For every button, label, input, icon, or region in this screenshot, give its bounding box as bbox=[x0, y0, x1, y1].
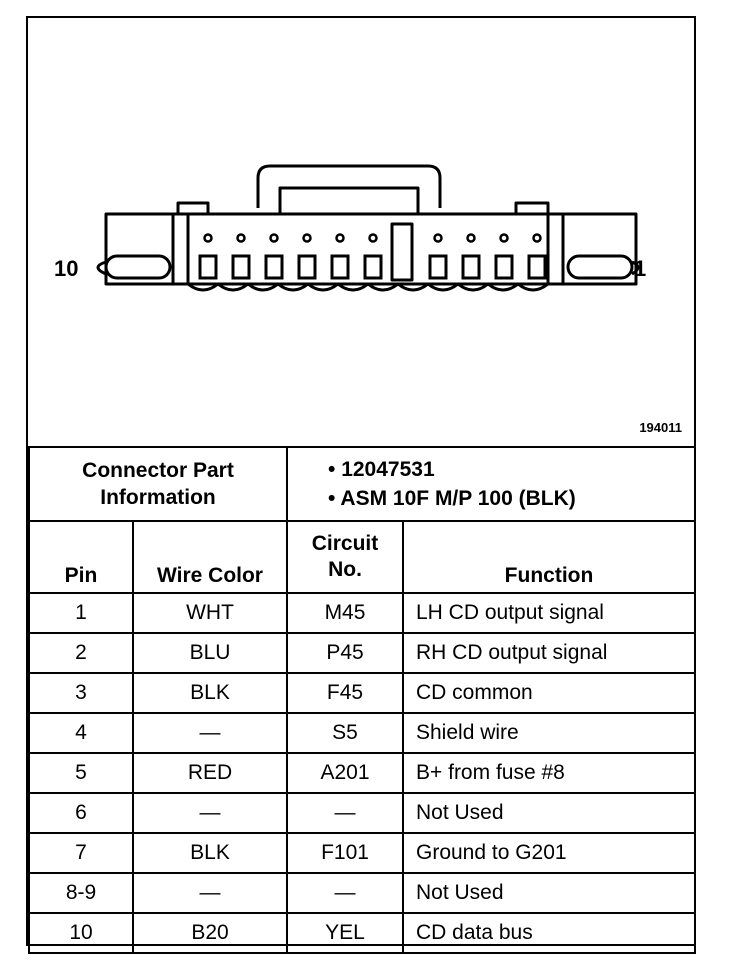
pin-cavity bbox=[297, 254, 317, 280]
pin-cavity bbox=[428, 254, 448, 280]
cell-pin: 4 bbox=[28, 712, 134, 754]
cell-circuit: S5 bbox=[286, 712, 404, 754]
cell-function: RH CD output signal bbox=[402, 632, 696, 674]
cell-wire-color: BLU bbox=[132, 632, 288, 674]
figure-id: 194011 bbox=[639, 420, 682, 435]
header-function: Function bbox=[402, 520, 696, 594]
part-number: • 12047531 bbox=[328, 458, 435, 481]
cell-function: B+ from fuse #8 bbox=[402, 752, 696, 794]
pin-cavity bbox=[494, 254, 514, 280]
diagram-frame: 10 1 194011 Connector Part Information •… bbox=[26, 16, 696, 954]
pin-cavity bbox=[330, 254, 350, 280]
pin-cavity bbox=[363, 254, 383, 280]
cell-pin: 7 bbox=[28, 832, 134, 874]
cell-circuit: F101 bbox=[286, 832, 404, 874]
cell-wire-color: — bbox=[132, 792, 288, 834]
table-header-row: Pin Wire Color Circuit No. Function bbox=[28, 520, 696, 594]
cell-wire-color: BLK bbox=[132, 672, 288, 714]
cell-pin: 6 bbox=[28, 792, 134, 834]
cell-pin: 2 bbox=[28, 632, 134, 674]
pin-marker bbox=[499, 233, 509, 243]
cell-wire-color: B20 bbox=[132, 912, 288, 954]
cell-circuit: F45 bbox=[286, 672, 404, 714]
pin-cavity bbox=[461, 254, 481, 280]
cell-circuit: M45 bbox=[286, 592, 404, 634]
cell-pin: 5 bbox=[28, 752, 134, 794]
pin-cavity bbox=[198, 254, 218, 280]
cell-circuit: A201 bbox=[286, 752, 404, 794]
cell-pin: 3 bbox=[28, 672, 134, 714]
cell-function: CD common bbox=[402, 672, 696, 714]
cell-circuit: — bbox=[286, 792, 404, 834]
connector-info-values: • 12047531 • ASM 10F M/P 100 (BLK) bbox=[286, 446, 696, 522]
pin-marker bbox=[466, 233, 476, 243]
pin-marker bbox=[532, 233, 542, 243]
left-pin-label: 10 bbox=[54, 256, 79, 281]
pin-cavity bbox=[527, 254, 547, 280]
connector-illustration bbox=[96, 164, 640, 292]
cell-circuit: YEL bbox=[286, 912, 404, 954]
part-description: • ASM 10F M/P 100 (BLK) bbox=[328, 487, 576, 510]
cell-wire-color: BLK bbox=[132, 832, 288, 874]
header-pin: Pin bbox=[28, 520, 134, 594]
cell-circuit: — bbox=[286, 872, 404, 914]
pin-marker bbox=[368, 233, 378, 243]
connector-drawing: 10 1 194011 bbox=[28, 18, 694, 446]
cell-function: LH CD output signal bbox=[402, 592, 696, 634]
cell-function: CD data bus bbox=[402, 912, 696, 954]
cell-function: Not Used bbox=[402, 872, 696, 914]
cell-pin: 1 bbox=[28, 592, 134, 634]
cell-circuit: P45 bbox=[286, 632, 404, 674]
pin-marker bbox=[236, 233, 246, 243]
right-pin-label: 1 bbox=[634, 256, 647, 281]
cell-wire-color: RED bbox=[132, 752, 288, 794]
connector-latch bbox=[256, 164, 442, 208]
cell-function: Shield wire bbox=[402, 712, 696, 754]
pin-cavity bbox=[231, 254, 251, 280]
cell-pin: 8-9 bbox=[28, 872, 134, 914]
pin-marker bbox=[269, 233, 279, 243]
cell-pin: 10 bbox=[28, 912, 134, 954]
connector-info-label: Connector Part Information bbox=[28, 446, 288, 522]
cell-function: Ground to G201 bbox=[402, 832, 696, 874]
cell-function: Not Used bbox=[402, 792, 696, 834]
table-row: 8-9——Not Used bbox=[28, 872, 696, 914]
pin-marker bbox=[203, 233, 213, 243]
connector-keyway bbox=[390, 222, 414, 282]
connector-info-row: Connector Part Information • 12047531 • … bbox=[28, 446, 696, 522]
cell-wire-color: WHT bbox=[132, 592, 288, 634]
header-circuit: Circuit No. bbox=[286, 520, 404, 594]
cell-wire-color: — bbox=[132, 872, 288, 914]
cell-wire-color: — bbox=[132, 712, 288, 754]
right-end-tab bbox=[566, 254, 634, 280]
pin-marker bbox=[433, 233, 443, 243]
header-wire-color: Wire Color bbox=[132, 520, 288, 594]
left-end-tab bbox=[104, 254, 172, 280]
pin-cavity bbox=[264, 254, 284, 280]
table-row: 6——Not Used bbox=[28, 792, 696, 834]
pin-marker bbox=[335, 233, 345, 243]
pin-marker bbox=[302, 233, 312, 243]
pinout-table: Connector Part Information • 12047531 • … bbox=[28, 446, 696, 954]
connector-body bbox=[104, 212, 638, 286]
